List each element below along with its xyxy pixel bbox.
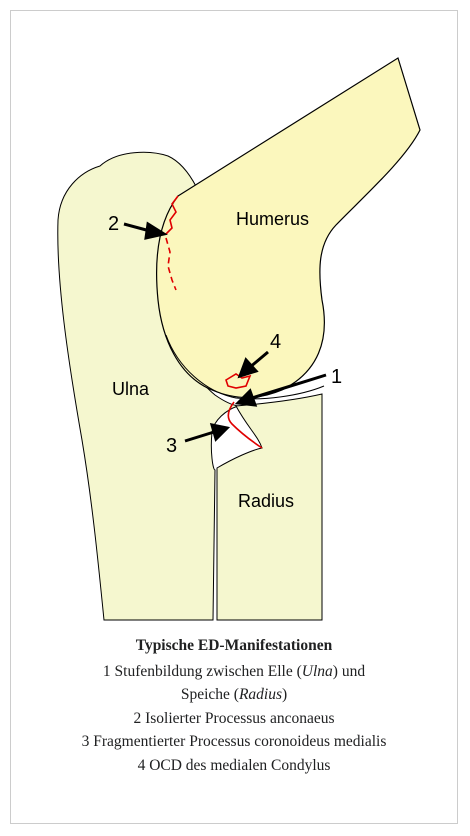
caption-line-1-mid: ) und (333, 663, 365, 680)
label-radius: Radius (238, 491, 294, 511)
marker-2: 2 (108, 213, 119, 235)
figure-caption: Typische ED-Manifestationen 1 Stufenbild… (10, 634, 458, 777)
caption-radius-term: Radius (239, 686, 282, 703)
caption-line-1: 1 Stufenbildung zwischen Elle (Ulna) und (10, 660, 458, 684)
label-ulna: Ulna (112, 379, 150, 399)
marker-3: 3 (166, 435, 177, 457)
caption-title: Typische ED-Manifestationen (10, 634, 458, 658)
caption-line-1b-prefix: Speiche ( (181, 686, 239, 703)
caption-line-2: 2 Isolierter Processus anconaeus (10, 707, 458, 731)
caption-line-1b: Speiche (Radius) (10, 683, 458, 707)
caption-line-3: 3 Fragmentierter Processus coronoideus m… (10, 730, 458, 754)
caption-line-1-prefix: 1 Stufenbildung zwischen Elle ( (103, 663, 302, 680)
caption-line-4: 4 OCD des medialen Condylus (10, 754, 458, 778)
caption-line-1b-suffix: ) (282, 686, 287, 703)
caption-ulna-term: Ulna (302, 663, 333, 680)
elbow-diagram: Humerus Ulna Radius 2 4 1 3 (0, 0, 470, 640)
arrow-3-head (212, 425, 227, 439)
label-humerus: Humerus (236, 209, 309, 229)
marker-4: 4 (270, 331, 281, 353)
marker-1: 1 (331, 366, 342, 388)
